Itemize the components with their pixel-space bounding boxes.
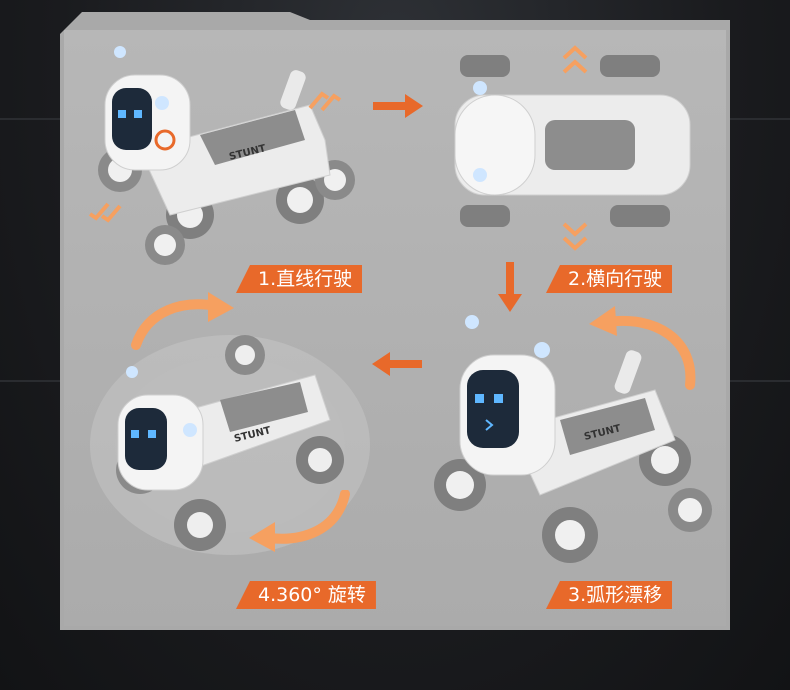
arrow-down-icon [498, 262, 522, 312]
bg-plank-line [730, 118, 790, 120]
bg-plank-line [730, 380, 790, 382]
step-label-straight: 1.直线行驶 [236, 265, 363, 293]
chevron-up-icon [562, 45, 588, 74]
direction-chevron-icon [88, 202, 122, 223]
arrow-left-icon [372, 352, 422, 376]
bg-plank-line [0, 380, 60, 382]
robot-lateral-image [454, 55, 691, 227]
robot-rotation-image: STUNT [90, 335, 370, 555]
step-label-drift: 3.弧形漂移 [546, 581, 673, 609]
robot-straight-image: STUNT [98, 46, 355, 265]
wheel [460, 55, 670, 227]
step-label-rotation: 4.360° 旋转 [236, 581, 376, 609]
rotate-arrow-icon [131, 292, 234, 350]
chevron-down-icon [562, 222, 588, 251]
arrow-right-icon [373, 94, 423, 118]
wheel [434, 434, 712, 563]
curved-arrow-icon [589, 306, 696, 390]
robot-drift-image: STUNT [434, 315, 712, 563]
direction-chevron-icon [308, 91, 342, 112]
step-label-lateral: 2.横向行驶 [546, 265, 673, 293]
rotate-arrow-icon [249, 490, 350, 552]
bg-plank-line [0, 118, 60, 120]
